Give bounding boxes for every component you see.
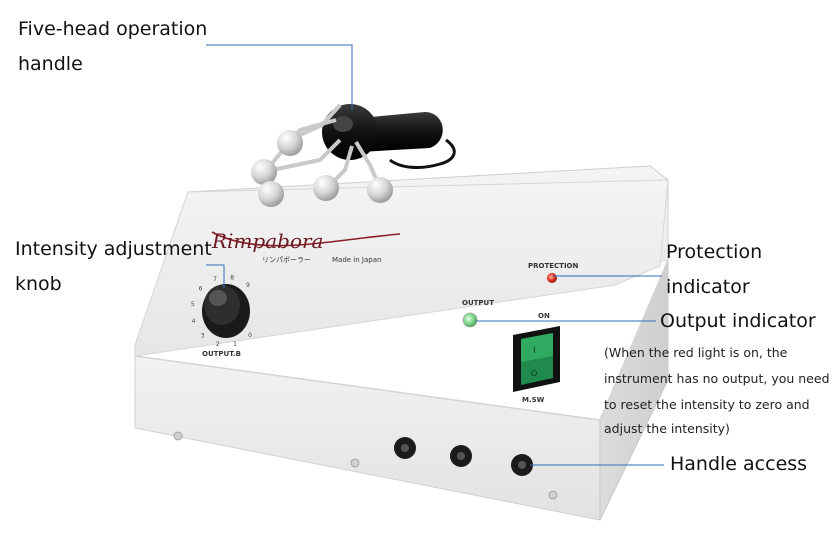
note-line-2: instrument has no output, you need <box>604 371 830 386</box>
brand-logo: Rimpabora <box>211 229 323 253</box>
dial-number: 0 <box>248 332 252 339</box>
note-line-1: (When the red light is on, the <box>604 345 788 360</box>
svg-text:ON: ON <box>538 312 550 320</box>
dial-number: 5 <box>191 301 195 308</box>
svg-text:Made in Japan: Made in Japan <box>332 256 381 264</box>
protection-label-line2: indicator <box>666 276 750 298</box>
knob-label-line2: knob <box>15 273 62 295</box>
svg-text:リンパボーラー: リンパボーラー <box>262 256 311 264</box>
dial-number: 9 <box>246 282 250 289</box>
note-line-3: to reset the intensity to zero and <box>604 397 810 412</box>
svg-text:OUTPUT: OUTPUT <box>462 299 494 307</box>
protection-label-line1: Protection <box>666 241 763 263</box>
dial-number: 7 <box>213 276 217 283</box>
output-led <box>462 312 478 328</box>
dial-number: 2 <box>216 341 220 348</box>
jack-1 <box>394 437 416 459</box>
handle-access-label: Handle access <box>670 453 808 475</box>
five-head-handle <box>251 103 443 207</box>
leader-lines <box>206 44 664 466</box>
svg-text:M.SW: M.SW <box>522 396 545 404</box>
jack-2 <box>450 445 472 467</box>
main-switch[interactable]: I O <box>513 326 560 392</box>
protection-led <box>547 273 557 283</box>
dial-number: 3 <box>201 333 205 340</box>
jack-3 <box>511 454 533 476</box>
dial-number: 8 <box>230 275 234 282</box>
device-slope-face <box>134 179 669 357</box>
knob-label-line1: Intensity adjustment <box>15 238 212 260</box>
dial-number: 6 <box>199 285 203 292</box>
handle-label-line1: Five-head operation <box>18 18 208 40</box>
output-indicator-label: Output indicator <box>660 310 816 332</box>
intensity-knob-group[interactable]: 0 1 2 3 4 5 6 7 8 9 OUTPUT.B <box>191 275 252 358</box>
svg-text:PROTECTION: PROTECTION <box>528 262 578 270</box>
handle-label-line2: handle <box>18 53 83 75</box>
note-line-4: adjust the intensity) <box>604 421 730 436</box>
svg-text:O: O <box>531 369 537 378</box>
dial-number: 4 <box>192 318 196 325</box>
dial-number: 1 <box>233 341 237 348</box>
svg-text:I: I <box>533 346 536 356</box>
svg-text:OUTPUT.B: OUTPUT.B <box>202 350 241 358</box>
